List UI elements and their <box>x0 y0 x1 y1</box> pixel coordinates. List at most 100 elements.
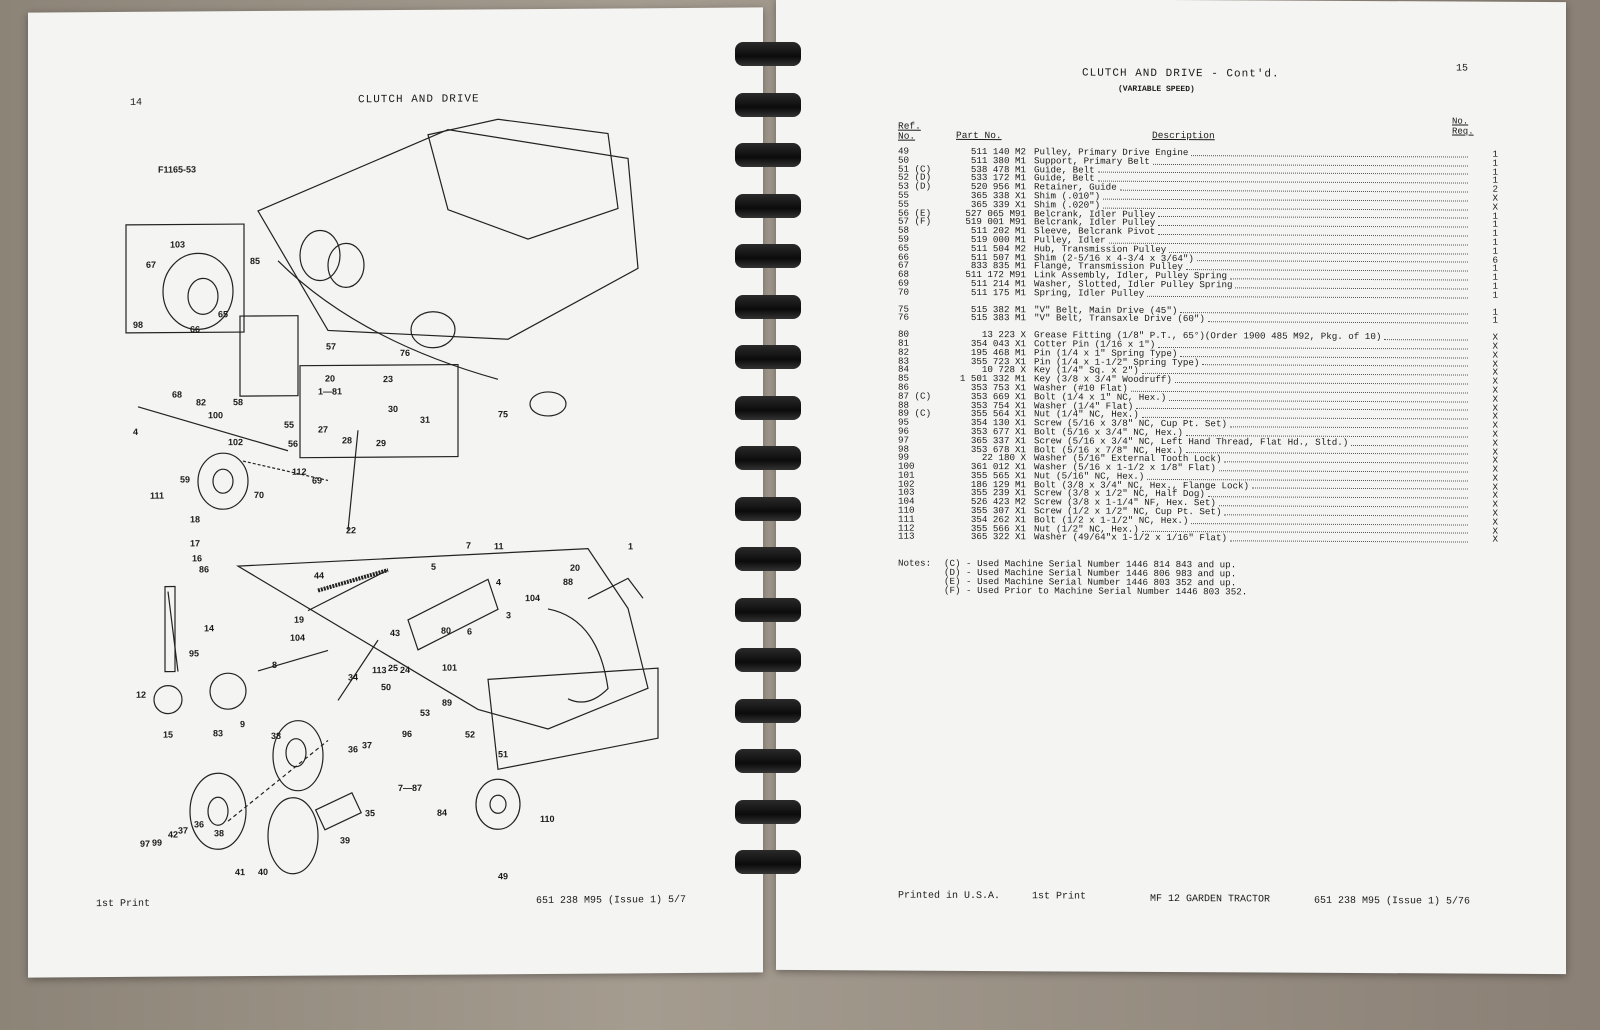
callout-label: 36 <box>348 744 359 755</box>
description-text: Spring, Idler Pulley <box>1034 287 1145 299</box>
callout-label: 113 <box>372 665 387 676</box>
dot-leader <box>1169 250 1468 255</box>
callout-label: 85 <box>250 255 261 267</box>
binding-coil <box>735 800 801 824</box>
dot-leader <box>1141 371 1468 376</box>
callout-label: 89 <box>442 697 453 708</box>
callout-label: 96 <box>402 728 413 739</box>
callout-label: 27 <box>318 424 329 435</box>
dot-leader <box>1180 354 1468 359</box>
dot-leader <box>1229 277 1468 281</box>
dot-leader <box>1158 232 1468 237</box>
callout-label: 38 <box>214 828 225 839</box>
footer-print: 1st Print <box>96 898 151 911</box>
callout-label: 22 <box>346 525 357 536</box>
callout-label: 112 <box>292 466 307 477</box>
callout-label: 5 <box>431 561 437 572</box>
callout-label: 69 <box>312 475 323 486</box>
callout-label: 14 <box>204 623 215 634</box>
callout-label: 3 <box>506 610 512 621</box>
part-no: 515 383 M1 <box>970 312 1026 324</box>
dot-leader <box>1218 469 1468 473</box>
callout-label: 111 <box>150 490 165 501</box>
callout-label: 23 <box>383 374 394 385</box>
dot-leader <box>1229 539 1468 543</box>
dot-leader <box>1158 345 1468 350</box>
footer-model: MF 12 GARDEN TRACTOR <box>1150 893 1271 906</box>
dot-leader <box>1136 407 1468 411</box>
dot-leader <box>1252 486 1468 491</box>
callout-label: 68 <box>172 389 183 400</box>
dot-leader <box>1235 286 1468 290</box>
callout-label: 6 <box>467 626 473 637</box>
callout-label: 66 <box>190 324 201 335</box>
callout-label: 20 <box>325 373 336 384</box>
binding-coil <box>735 143 801 167</box>
binding-coil <box>735 749 801 773</box>
col-no-req: No. Req. <box>1452 116 1474 137</box>
binding-coil <box>735 42 801 66</box>
callout-label: 7 <box>466 540 472 551</box>
callout-label: 59 <box>180 474 191 485</box>
callout-label: 103 <box>170 239 186 250</box>
callout-label: 76 <box>400 347 411 358</box>
callout-label: 110 <box>540 813 555 824</box>
dot-leader <box>1158 215 1468 219</box>
callout-label: 30 <box>388 403 399 415</box>
binding-coil <box>735 295 801 319</box>
callout-label: 51 <box>498 749 509 760</box>
binding-coil <box>735 345 801 369</box>
dot-leader <box>1169 398 1468 403</box>
callout-label: 55 <box>284 419 295 430</box>
dot-leader <box>1384 338 1468 341</box>
right-page: 15 CLUTCH AND DRIVE - Cont'd. (VARIABLE … <box>776 0 1566 975</box>
page-number: 15 <box>1456 63 1469 75</box>
exploded-parts-diagram <box>125 118 659 875</box>
callout-label: 15 <box>163 729 174 740</box>
callout-label: 11 <box>494 541 504 552</box>
dot-leader <box>1174 380 1468 385</box>
footer-doc-number: 651 238 M95 (Issue 1) 5/7 <box>536 894 687 908</box>
callout-label: 39 <box>340 835 351 846</box>
col-ref-no: Ref. No. <box>898 120 921 142</box>
callout-label: 38 <box>271 730 282 741</box>
callout-label: 29 <box>376 438 387 449</box>
dot-leader <box>1119 188 1468 193</box>
dot-leader <box>1185 451 1468 455</box>
callout-label: 8 <box>272 659 278 670</box>
callout-label: 86 <box>199 564 210 575</box>
callout-label: 12 <box>136 689 147 700</box>
callout-label: 53 <box>420 707 431 718</box>
note-f: (F) - Used Prior to Machine Serial Numbe… <box>944 584 1248 598</box>
callout-label: 19 <box>294 614 305 625</box>
binding-coil <box>735 497 801 521</box>
callout-label: 24 <box>400 664 411 675</box>
callout-label: 75 <box>498 409 509 420</box>
description: Washer (49/64"x 1-1/2 x 1/16" Flat) <box>1034 532 1468 545</box>
footer-doc-number: 651 238 M95 (Issue 1) 5/76 <box>1314 895 1471 908</box>
col-part-no: Part No. <box>956 129 1002 142</box>
callout-label: 4 <box>133 426 139 437</box>
callout-label: 50 <box>381 682 392 693</box>
binding-coil <box>735 598 801 622</box>
callout-label: 102 <box>228 437 244 448</box>
dot-leader <box>1224 513 1468 517</box>
binding-coil <box>735 93 801 117</box>
dot-leader <box>1207 495 1468 499</box>
binding-coil <box>735 194 801 218</box>
callout-label: 98 <box>133 319 144 330</box>
callout-label: 17 <box>190 538 201 549</box>
callout-label: 31 <box>420 414 431 425</box>
callout-label: 28 <box>342 435 353 446</box>
callout-label: 41 <box>235 867 246 878</box>
callout-label: 25 <box>388 662 399 674</box>
dot-leader <box>1229 425 1468 429</box>
binding-coil <box>735 547 801 571</box>
callout-label: 1—81 <box>318 386 343 397</box>
dot-leader <box>1130 389 1468 394</box>
callout-label: 49 <box>498 871 509 882</box>
dot-leader <box>1191 521 1468 526</box>
callout-label: 40 <box>258 866 269 877</box>
dot-leader <box>1185 268 1468 272</box>
